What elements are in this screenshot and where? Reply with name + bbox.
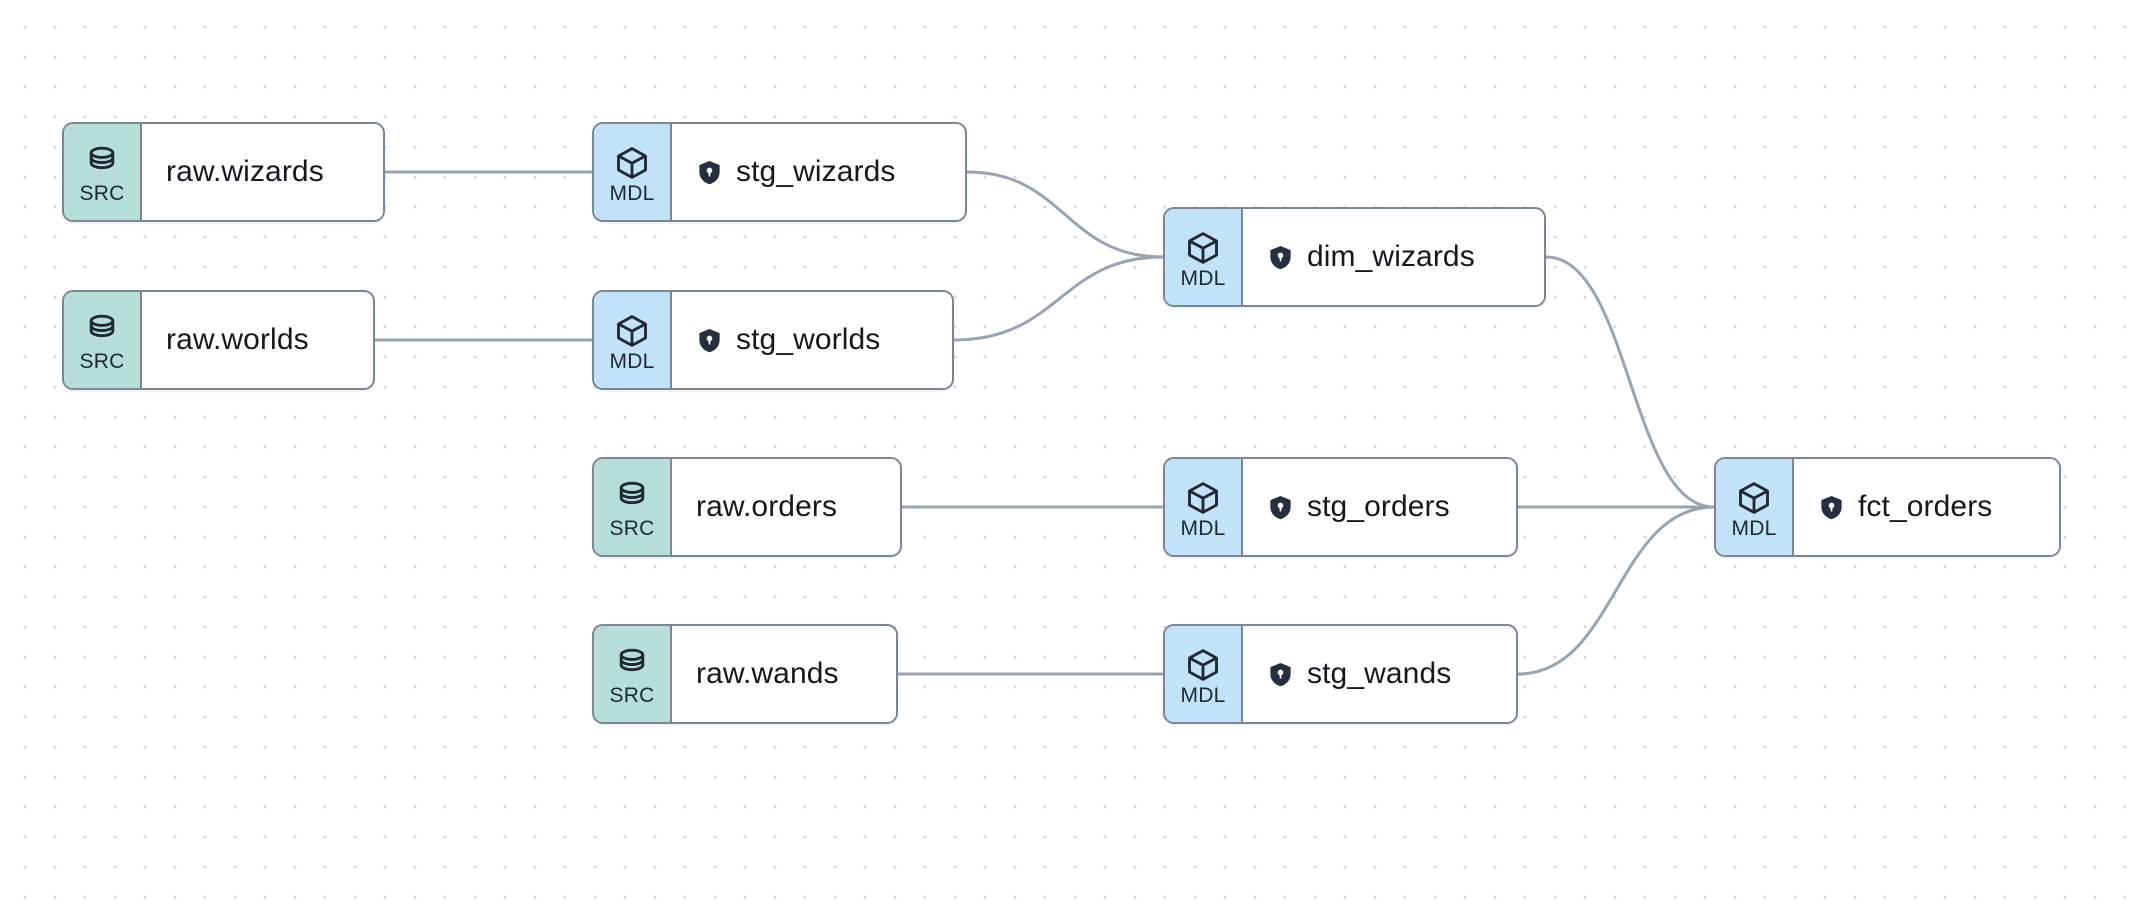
node-label: stg_wizards: [736, 155, 896, 188]
shield-lock-icon: [696, 159, 723, 186]
node-body: stg_wizards: [672, 124, 965, 220]
node-badge-label: MDL: [1180, 683, 1226, 707]
node-dim_wizards[interactable]: MDL dim_wizards: [1163, 207, 1546, 307]
database-icon: [614, 480, 650, 516]
node-badge-label: SRC: [609, 516, 655, 540]
node-raw_wands[interactable]: SRC raw.wands: [592, 624, 898, 724]
node-badge-src: SRC: [64, 292, 142, 388]
shield-lock-icon: [1267, 244, 1294, 271]
cube-icon: [1185, 480, 1221, 516]
node-body: raw.wizards: [142, 124, 383, 220]
node-body: dim_wizards: [1243, 209, 1544, 305]
node-badge-src: SRC: [594, 459, 672, 555]
edge-stg_wizards-to-dim_wizards: [965, 170, 1165, 259]
node-badge-label: MDL: [1180, 266, 1226, 290]
node-raw_wizards[interactable]: SRC raw.wizards: [62, 122, 385, 222]
node-label: raw.wizards: [166, 155, 324, 188]
node-label: raw.worlds: [166, 323, 309, 356]
shield-lock-icon: [1267, 661, 1294, 688]
cube-icon: [1185, 647, 1221, 683]
node-stg_orders[interactable]: MDL stg_orders: [1163, 457, 1518, 557]
node-body: fct_orders: [1794, 459, 2059, 555]
cube-icon: [614, 145, 650, 181]
node-badge-mdl: MDL: [1716, 459, 1794, 555]
node-body: raw.wands: [672, 626, 896, 722]
edge-stg_wands-to-fct_orders: [1516, 505, 1716, 676]
node-raw_orders[interactable]: SRC raw.orders: [592, 457, 902, 557]
cube-icon: [614, 313, 650, 349]
database-icon: [84, 313, 120, 349]
node-body: raw.orders: [672, 459, 900, 555]
node-badge-mdl: MDL: [1165, 459, 1243, 555]
node-badge-label: MDL: [1731, 516, 1777, 540]
shield-lock-icon: [1267, 494, 1294, 521]
node-badge-label: MDL: [1180, 516, 1226, 540]
node-label: stg_worlds: [736, 323, 881, 356]
node-badge-mdl: MDL: [1165, 626, 1243, 722]
node-badge-label: SRC: [609, 683, 655, 707]
database-icon: [614, 647, 650, 683]
node-body: stg_orders: [1243, 459, 1516, 555]
node-label: stg_wands: [1307, 657, 1452, 690]
cube-icon: [1185, 230, 1221, 266]
node-badge-label: MDL: [609, 181, 655, 205]
node-badge-label: MDL: [609, 349, 655, 373]
edge-dim_wizards-to-fct_orders: [1544, 255, 1716, 509]
node-body: stg_wands: [1243, 626, 1516, 722]
node-badge-mdl: MDL: [1165, 209, 1243, 305]
node-stg_wizards[interactable]: MDL stg_wizards: [592, 122, 967, 222]
node-stg_wands[interactable]: MDL stg_wands: [1163, 624, 1518, 724]
node-label: raw.orders: [696, 490, 838, 523]
cube-icon: [1736, 480, 1772, 516]
node-badge-label: SRC: [79, 349, 125, 373]
node-raw_worlds[interactable]: SRC raw.worlds: [62, 290, 375, 390]
database-icon: [84, 145, 120, 181]
node-stg_worlds[interactable]: MDL stg_worlds: [592, 290, 954, 390]
edge-stg_worlds-to-dim_wizards: [952, 255, 1165, 342]
node-body: stg_worlds: [672, 292, 952, 388]
node-label: fct_orders: [1858, 490, 1993, 523]
shield-lock-icon: [696, 327, 723, 354]
node-badge-mdl: MDL: [594, 292, 672, 388]
node-label: raw.wands: [696, 657, 839, 690]
node-badge-label: SRC: [79, 181, 125, 205]
node-badge-mdl: MDL: [594, 124, 672, 220]
node-badge-src: SRC: [64, 124, 142, 220]
node-badge-src: SRC: [594, 626, 672, 722]
shield-lock-icon: [1818, 494, 1845, 521]
node-fct_orders[interactable]: MDL fct_orders: [1714, 457, 2061, 557]
node-body: raw.worlds: [142, 292, 373, 388]
node-label: dim_wizards: [1307, 240, 1475, 273]
node-label: stg_orders: [1307, 490, 1450, 523]
